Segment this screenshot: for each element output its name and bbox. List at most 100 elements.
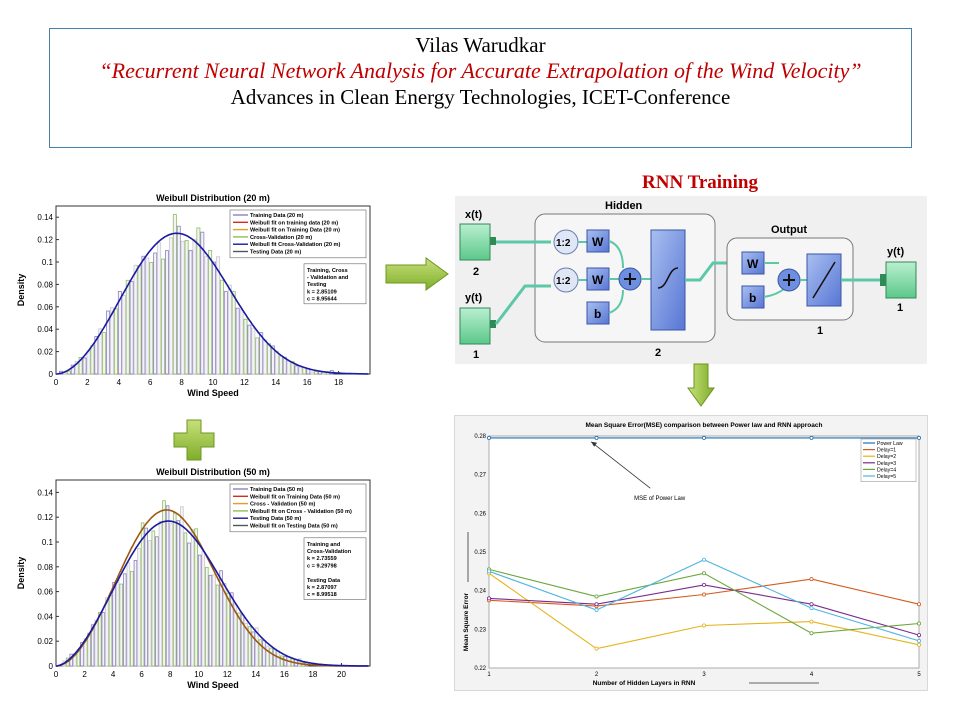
x-tick-label: 16 — [303, 378, 312, 387]
histogram-bar — [90, 345, 95, 375]
x-tick-label: 8 — [179, 378, 184, 387]
histogram-bar — [237, 612, 241, 667]
weight-label: W — [592, 235, 604, 249]
histogram-bar — [157, 242, 162, 375]
weight-label: W — [747, 257, 759, 271]
header-box: Vilas Warudkar “Recurrent Neural Network… — [49, 28, 912, 148]
x-tick-label: 4 — [117, 378, 122, 387]
y-tick-label: 0.22 — [474, 666, 486, 672]
histogram-bar — [272, 648, 277, 667]
series-point — [701, 582, 706, 587]
histogram-bar — [133, 560, 138, 667]
bias-label: b — [594, 307, 601, 321]
histogram-bar — [269, 647, 273, 667]
y-tick-label: 0.14 — [37, 488, 53, 497]
histogram-bar — [223, 291, 228, 375]
y-tick-label: 0.14 — [37, 213, 53, 222]
connector-sum — [608, 240, 624, 314]
histogram-bar — [212, 261, 217, 375]
x-axis-label: Wind Speed — [187, 388, 238, 398]
rnn-title: RNN Training — [642, 172, 758, 193]
series-point — [701, 592, 706, 597]
right-arrow-icon — [385, 257, 449, 291]
histogram-bar — [255, 337, 260, 375]
histogram-bar — [101, 612, 106, 667]
y-tick-label: 0.12 — [37, 236, 53, 245]
histogram-bar — [267, 343, 271, 375]
x-tick-label: 6 — [148, 378, 153, 387]
mse-chart: Mean Square Error(MSE) comparison betwee… — [463, 422, 921, 687]
series-point — [809, 606, 814, 611]
histogram-bar — [147, 540, 152, 667]
delay-label: 1:2 — [556, 276, 571, 287]
x-tick-label: 18 — [334, 378, 343, 387]
histogram-bar — [129, 281, 134, 375]
legend-box — [860, 438, 917, 482]
annotation-text: c = 9.29798 — [307, 563, 337, 569]
weight-label: W — [592, 273, 604, 287]
histogram-bar — [276, 650, 280, 667]
y-tick-label: 0.06 — [37, 588, 53, 597]
histogram-bar — [105, 597, 109, 667]
x-tick-label: 14 — [271, 378, 280, 387]
histogram-bar — [172, 512, 177, 667]
histogram-bar — [133, 264, 138, 375]
histogram-bar — [70, 364, 75, 375]
input-x-size: 2 — [473, 266, 479, 278]
x-tick-label: 18 — [308, 670, 317, 679]
histogram-bar — [282, 356, 287, 375]
histogram-bar — [176, 520, 181, 667]
connector-hidden-output — [685, 261, 727, 282]
legend-label: Testing Data (20 m) — [250, 250, 301, 256]
histogram-bar — [119, 583, 123, 667]
histogram-bar — [94, 336, 99, 375]
sigmoid-icon — [657, 267, 679, 289]
histogram-bar — [200, 231, 205, 375]
legend-label: Training Data (20 m) — [250, 213, 304, 219]
x-tick-label: 2 — [82, 670, 87, 679]
paper-title: “Recurrent Neural Network Analysis for A… — [99, 58, 862, 83]
histogram-bar — [230, 592, 234, 667]
y-tick-label: 0.04 — [37, 612, 53, 621]
mse-panel: Mean Square Error(MSE) comparison betwee… — [455, 416, 927, 690]
input-y-box — [459, 307, 491, 345]
y-tick-label: 0.24 — [474, 589, 486, 595]
histogram-bar — [110, 307, 114, 375]
y-tick-label: 0.06 — [37, 303, 53, 312]
legend-label: Weibull fit on Testing Data (50 m) — [250, 524, 338, 530]
input-y-size: 1 — [473, 349, 479, 361]
y-tick-label: 0.25 — [474, 550, 486, 556]
annotation-text: Cross-Validation — [307, 549, 352, 555]
x-tick-label: 5 — [917, 672, 921, 678]
y-tick-label: 0.02 — [37, 348, 53, 357]
histogram-bar — [130, 570, 134, 667]
histogram-bar — [161, 258, 166, 375]
histogram-bar — [208, 250, 213, 375]
legend-label: Delay=5 — [877, 474, 896, 480]
series-point — [916, 638, 921, 643]
input-y-label: y(t) — [465, 292, 482, 304]
x-tick-label: 3 — [702, 672, 706, 678]
annotation-text: c = 8.99518 — [307, 592, 337, 598]
output-label: Output — [771, 224, 807, 236]
histogram-bar — [259, 332, 264, 375]
y-tick-label: 0.23 — [474, 627, 486, 633]
weibull-fit-line — [55, 232, 369, 375]
annotation-box — [303, 537, 367, 600]
histogram-bar — [227, 284, 232, 375]
down-arrow-icon — [687, 363, 715, 407]
series-point — [594, 594, 599, 599]
histogram-bar — [113, 308, 118, 375]
legend-box — [229, 483, 367, 533]
series-point — [809, 619, 814, 624]
histogram-bar — [140, 522, 145, 667]
histogram-bar — [102, 332, 107, 375]
x-tick-label: 20 — [337, 670, 346, 679]
y-tick-label: 0.08 — [37, 563, 53, 572]
series-point — [594, 435, 599, 440]
x-tick-label: 12 — [240, 378, 249, 387]
legend-label: Weibull fit on training data (20 m) — [250, 220, 338, 226]
series-point — [701, 623, 706, 628]
histogram-bar — [243, 318, 248, 375]
histogram-bar — [169, 523, 173, 667]
